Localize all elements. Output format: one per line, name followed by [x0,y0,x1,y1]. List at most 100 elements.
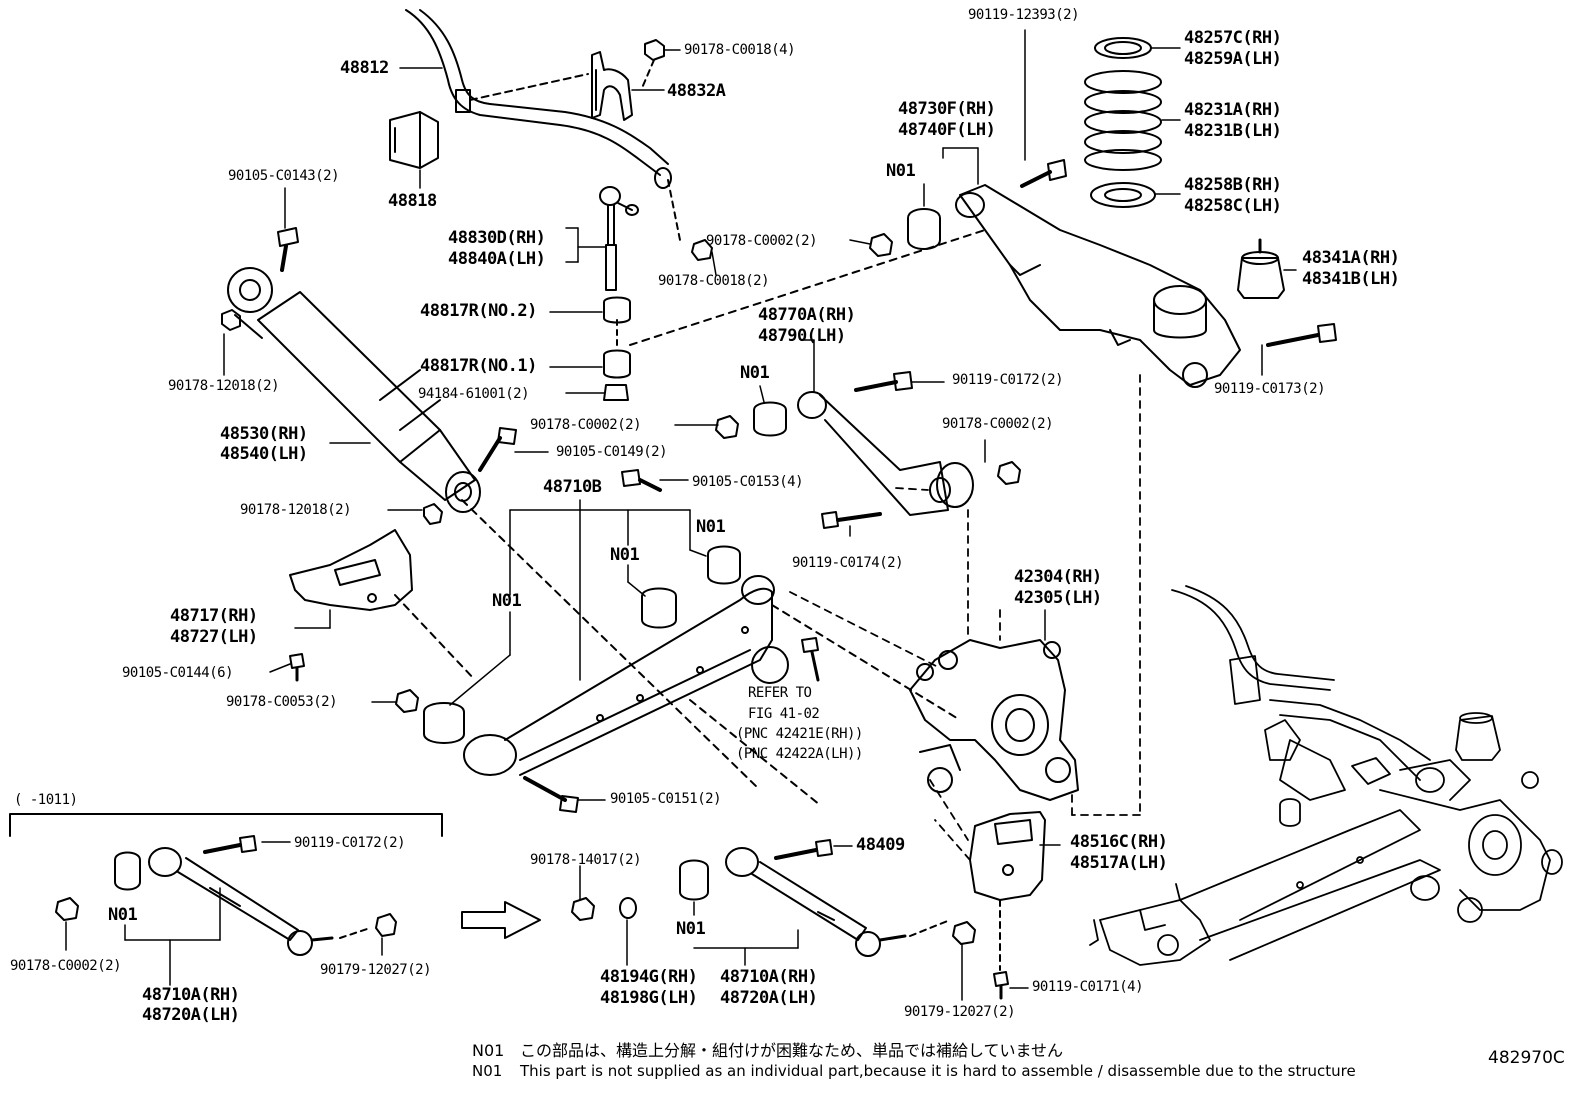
label-90178-c0002-d: 90178-C0002(2) [10,958,122,974]
label-48812: 48812 [340,58,389,78]
label-90119-12393: 90119-12393(2) [968,7,1080,23]
label-48720a-toe: 48720A(LH) [720,988,818,1008]
label-90178-12018-a: 90178-12018(2) [168,378,280,394]
label-90105-c0149: 90105-C0149(2) [556,444,668,460]
shock-bracket-drawing [289,529,476,681]
note-en: N01 This part is not supplied as an indiv… [472,1062,1356,1080]
note-jp-code: N01 [472,1041,505,1060]
label-48830d: 48830D(RH) [448,228,546,248]
knuckle-bolt-drawing [801,637,820,682]
toe-arm-nut-drawing [571,897,595,921]
label-48517a: 48517A(LH) [1070,853,1168,873]
label-48258c: 48258C(LH) [1184,196,1282,216]
toe-arm-drawing [679,847,951,957]
label-48409: 48409 [856,835,905,855]
right-arrow-icon [461,901,541,939]
inset-nut-drawing [55,897,79,921]
assembly-overview-drawing [1089,585,1563,966]
label-48540: 48540(LH) [220,444,308,464]
note-en-code: N01 [472,1062,503,1080]
label-48516c: 48516C(RH) [1070,832,1168,852]
label-48341b: 48341B(LH) [1302,269,1400,289]
trailing-arm-bushing-drawing [907,208,941,250]
upper-arm-rear-bolt-drawing [821,511,882,529]
label-48840a: 48840A(LH) [448,249,546,269]
stabilizer-bar-drawing [405,9,672,189]
lower-arm-lower-bolt-drawing [523,776,579,813]
connection-dashed-lines [789,374,1141,861]
label-90105-c0144: 90105-C0144(6) [122,665,234,681]
label-48231b: 48231B(LH) [1184,121,1282,141]
upper-arm-drawing [797,391,974,516]
label-48257c: 48257C(RH) [1184,28,1282,48]
label-90119-c0172-a: 90119-C0172(2) [952,372,1064,388]
upper-arm-nut-drawing [715,415,739,439]
shock-lower-nut-drawing [423,503,443,525]
toe-arm-bracket-drawing [969,811,1046,971]
stabilizer-link-drawing [577,179,681,291]
label-90178-c0002-b: 90178-C0002(2) [530,417,642,433]
toe-arm-bolt-drawing [774,839,833,860]
lower-arm-drawing [463,575,961,806]
label-90119-c0171: 90119-C0171(4) [1032,979,1144,995]
shock-upper-bolt-drawing [277,227,299,272]
label-48770a: 48770A(RH) [758,305,856,325]
label-48720a-inset: 48720A(LH) [142,1005,240,1025]
label-48198g: 48198G(LH) [600,988,698,1008]
bump-stopper-drawing [1237,238,1285,299]
label-48730f: 48730F(RH) [898,99,996,119]
stabilizer-bushing-drawing [389,111,439,169]
label-48817r-no2: 48817R(NO.2) [420,301,537,321]
label-48740f: 48740F(LH) [898,120,996,140]
bracket-bolt-drawing [289,653,305,682]
label-48832a: 48832A [667,81,726,101]
toe-arm-rear-nut-drawing [952,921,976,945]
n01-marker-lower-arm-front: N01 [696,517,726,537]
label-48258b: 48258B(RH) [1184,175,1282,195]
lower-arm-nut-drawing [395,689,419,713]
label-90119-c0174: 90119-C0174(2) [792,555,904,571]
shock-leader-dashed [461,499,761,791]
leader-lines [65,29,1297,1001]
label-90178-c0018-4: 90178-C0018(4) [684,42,796,58]
coil-spring-drawing [1084,37,1162,208]
label-90178-c0002-c: 90178-C0002(2) [942,416,1054,432]
n01-marker-toe-arm: N01 [676,919,706,939]
label-48818: 48818 [388,191,437,211]
trailing-arm-bolt-drawing [1020,159,1067,188]
label-48717: 48717(RH) [170,606,258,626]
shock-upper-nut-drawing [221,309,241,331]
bracket-nut-drawing [641,39,681,89]
inset-bracket-frame [9,813,443,837]
n01-marker-inset: N01 [108,905,138,925]
label-90179-12027-b: 90179-12027(2) [904,1004,1016,1020]
trailing-arm-nut-drawing [869,233,893,257]
label-90178-12018-b: 90178-12018(2) [240,502,352,518]
label-90105-c0151: 90105-C0151(2) [610,791,722,807]
label-48790: 48790(LH) [758,326,846,346]
shock-lower-bolt-drawing [478,427,517,472]
rear-knuckle-drawing [909,639,1079,801]
label-48817r-no1: 48817R(NO.1) [420,356,537,376]
lower-arm-front-bushing-drawing [641,587,677,629]
label-48710b: 48710B [543,477,602,497]
n01-marker-lower-arm-mid: N01 [610,545,640,565]
link-bushings-drawing [603,229,986,401]
toe-arm-cam-washer-drawing [619,897,637,919]
diagram-id: 482970C [1488,1048,1565,1068]
label-90178-c0002-a: 90178-C0002(2) [706,233,818,249]
upper-arm-bolt-drawing [854,371,913,392]
trailing-arm-rear-bolt-drawing [1266,323,1337,347]
note-en-text: This part is not supplied as an individu… [520,1062,1356,1080]
label-48710a-toe: 48710A(RH) [720,967,818,987]
label-42305: 42305(LH) [1014,588,1102,608]
lower-arm-front-bushing-2-drawing [707,545,741,585]
label-90119-c0173: 90119-C0173(2) [1214,381,1326,397]
refer-line-2: FIG 41-02 [748,706,820,722]
n01-marker-lower-arm-rear: N01 [492,591,522,611]
stabilizer-bracket-drawing [591,51,633,121]
label-48530: 48530(RH) [220,424,308,444]
label-48341a: 48341A(RH) [1302,248,1400,268]
